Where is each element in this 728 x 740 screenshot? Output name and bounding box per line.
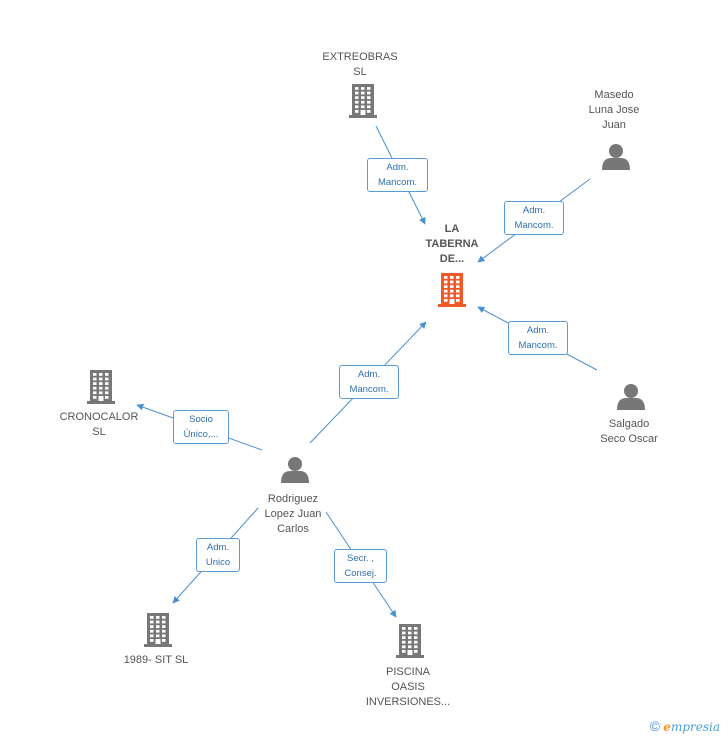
person-icon-rodriguez[interactable]	[281, 457, 309, 483]
node-label-taberna[interactable]: LA TABERNA DE...	[425, 223, 479, 265]
edge-label-rodriguez-cronocalor[interactable]: Socio Único,...	[173, 410, 229, 444]
building-icon-extreobras[interactable]	[349, 84, 377, 118]
footer-brand: © empresia	[650, 718, 720, 734]
edge-label-salgado-taberna[interactable]: Adm. Mancom.	[508, 321, 568, 355]
edge-label-rodriguez-piscina[interactable]: Secr. , Consej.	[334, 549, 387, 583]
node-label-rodriguez[interactable]: Rodriguez Lopez Juan Carlos	[264, 493, 322, 535]
building-icon-cronocalor[interactable]	[87, 370, 115, 404]
person-icon-masedo[interactable]	[602, 144, 630, 170]
building-icon-taberna[interactable]	[438, 273, 466, 307]
person-icon-salgado[interactable]	[617, 384, 645, 410]
node-label-cronocalor[interactable]: CRONOCALOR SL	[59, 411, 139, 438]
building-icon-piscina[interactable]	[396, 624, 424, 658]
node-label-masedo[interactable]: Masedo Luna Jose Juan	[588, 89, 640, 131]
node-label-salgado[interactable]: Salgado Seco Oscar	[600, 418, 658, 445]
brand-logo: empresia	[663, 720, 720, 734]
edge-label-extreobras-taberna[interactable]: Adm. Mancom.	[367, 158, 428, 192]
copyright-symbol: ©	[649, 718, 660, 734]
node-label-extreobras[interactable]: EXTREOBRAS SL	[322, 51, 398, 78]
edge-label-rodriguez-sit1989[interactable]: Adm. Unico	[196, 538, 240, 572]
node-label-piscina[interactable]: PISCINA OASIS INVERSIONES...	[365, 666, 451, 708]
node-label-sit1989[interactable]: 1989- SIT SL	[123, 654, 189, 666]
building-icon-sit1989[interactable]	[144, 613, 172, 647]
edge-label-masedo-taberna[interactable]: Adm. Mancom.	[504, 201, 564, 235]
edge-label-rodriguez-taberna[interactable]: Adm. Mancom.	[339, 365, 399, 399]
